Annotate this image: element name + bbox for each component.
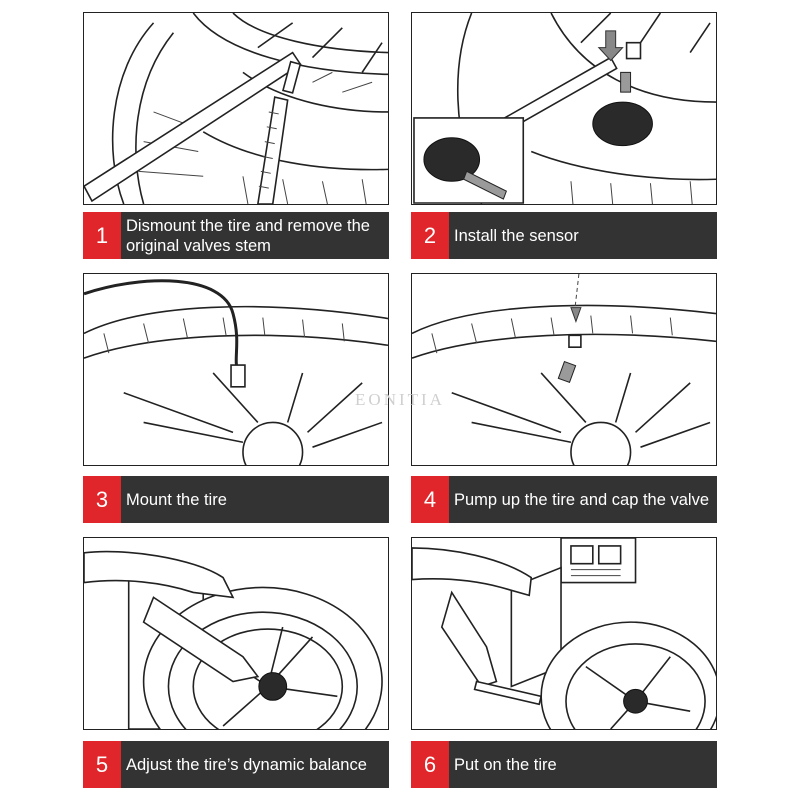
air-hose <box>84 281 245 387</box>
step-number-badge: 2 <box>411 212 449 259</box>
step-number-badge: 3 <box>83 476 121 523</box>
step-label: Install the sensor <box>454 226 579 245</box>
step-label: Pump up the tire and cap the valve <box>454 490 709 509</box>
step-4-illustration <box>411 273 717 466</box>
tire-outline <box>113 13 388 204</box>
tire-outline <box>84 307 388 358</box>
arm <box>412 548 541 704</box>
step-label: Mount the tire <box>126 490 227 509</box>
sensor-installed <box>593 72 653 145</box>
step-number-badge: 6 <box>411 741 449 788</box>
rim-spokes <box>452 373 710 465</box>
watermark: EONITIA <box>355 390 445 409</box>
arm <box>84 552 258 682</box>
step-label: Put on the tire <box>454 755 557 774</box>
valve-tool <box>258 62 300 204</box>
step-number-badge: 5 <box>83 741 121 788</box>
step-4-caption: 4 Pump up the tire and cap the valve <box>411 476 717 523</box>
step-1-caption: 1 Dismount the tire and remove the origi… <box>83 212 389 259</box>
step-5-illustration <box>83 537 389 730</box>
step-6-caption: 6 Put on the tire <box>411 741 717 788</box>
step-number-badge: 4 <box>411 476 449 523</box>
rim-spokes <box>124 373 382 465</box>
step-number-badge: 1 <box>83 212 121 259</box>
step-6-illustration <box>411 537 717 730</box>
valve-cap <box>558 335 581 382</box>
arrow-icon <box>599 31 623 61</box>
step-label: Dismount the tire and remove the origina… <box>126 216 370 255</box>
step-1-illustration <box>83 12 389 205</box>
tire <box>541 622 716 729</box>
tire <box>144 587 382 729</box>
step-2-illustration <box>411 12 717 205</box>
balancer-display <box>561 538 636 583</box>
step-3-caption: 3 Mount the tire <box>83 476 389 523</box>
sensor-inset <box>414 118 523 203</box>
step-2-caption: 2 Install the sensor <box>411 212 717 259</box>
tire-outline <box>412 305 716 358</box>
valve-cap <box>627 43 641 59</box>
step-3-illustration <box>83 273 389 466</box>
step-label: Adjust the tire’s dynamic balance <box>126 755 367 774</box>
arrow-icon <box>571 274 581 322</box>
step-5-caption: 5 Adjust the tire’s dynamic balance <box>83 741 389 788</box>
